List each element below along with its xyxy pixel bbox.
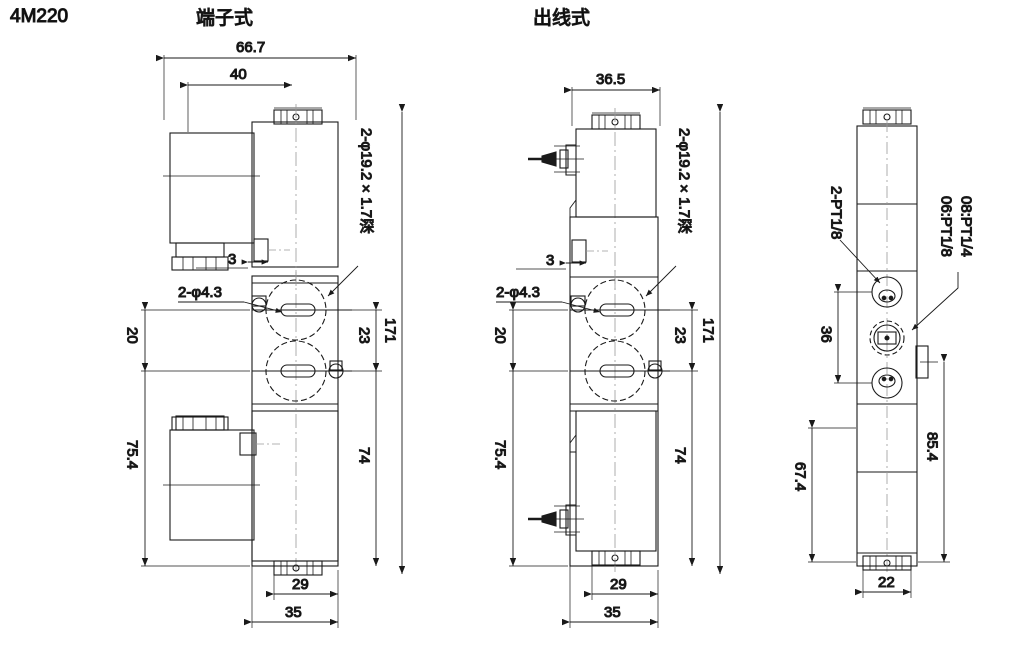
- dim-text-20-view2: 20: [492, 327, 509, 344]
- view-front-port: 2-PT1/8 06:PT1/8 08:PT1/4 36 67.4 85.4 2…: [791, 107, 975, 598]
- mount-boss-lower-view1: [329, 360, 343, 371]
- dim-text-29-view2: 29: [610, 576, 627, 593]
- port-inner-2-view3: [877, 331, 897, 345]
- view-terminal-type: 66.7 40 3 2-φ19.2×1.7深: [123, 38, 406, 628]
- mount-boss-lower-view2: [648, 360, 662, 371]
- port-circle-2-view3: [873, 324, 901, 352]
- dim-text-66.7: 66.7: [236, 39, 265, 56]
- view1-title: 端子式: [196, 7, 253, 29]
- callout-port-counterbore-view2: 2-φ19.2×1.7深: [676, 128, 693, 233]
- gland-body-top-view2: [565, 144, 576, 176]
- dim-text-40: 40: [230, 66, 247, 83]
- callout-top-ports-view3: 2-PT1/8: [828, 186, 845, 239]
- valve-body-view2: [569, 216, 659, 567]
- callout-size-06-view3: 06:PT1/8: [938, 196, 955, 257]
- leader-port-counterbore-view2: [645, 265, 677, 297]
- dim-text-29-view1: 29: [292, 576, 309, 593]
- end-cap-bottom-view3: [862, 555, 912, 571]
- coil-cap-screw-bottom-view2: [611, 554, 619, 562]
- dim-text-75.4-view1: 75.4: [124, 440, 141, 469]
- port-dot-3b-view3: [888, 376, 894, 382]
- port-circle-2-outer-view3: [869, 320, 905, 356]
- coil-cap-top: [273, 109, 323, 125]
- dim-text-67.4-view3: 67.4: [792, 462, 809, 491]
- dim-text-23-view2: 23: [672, 327, 689, 344]
- leader-port-counterbore-view1: [327, 265, 359, 297]
- callout-mounting-hole-view2: 2-φ4.3: [496, 284, 540, 301]
- view2-title: 出线式: [533, 7, 590, 29]
- callout-mounting-hole-view1: 2-φ4.3: [178, 284, 222, 301]
- view-lead-wire-type: 36.5 3 2-φ19.2×1.7深: [491, 70, 724, 628]
- leader-mounting-hole-view1: [243, 301, 283, 313]
- dim-text-35-view1: 35: [285, 604, 302, 621]
- dim-text-22-view3: 22: [878, 574, 895, 591]
- port-dot-1a-view3: [881, 295, 887, 301]
- dim-text-171-view2: 171: [700, 318, 717, 343]
- dim-text-3: 3: [228, 251, 236, 268]
- dim-text-3-view2: 3: [546, 252, 554, 269]
- port-dot-3a-view3: [881, 376, 887, 382]
- gland-fillet-bottom-view2: [569, 434, 577, 453]
- terminal-nut-bottom: [171, 416, 229, 431]
- dim-text-85.4-view3: 85.4: [924, 432, 941, 461]
- port-dot-2-view3: [884, 335, 890, 341]
- port-inner-3-view3: [878, 374, 896, 388]
- terminal-nut-top: [171, 256, 229, 271]
- end-cap-screw-bottom-view3: [883, 559, 891, 567]
- leader-top-ports-view3: [839, 239, 881, 284]
- dim-text-74-view1: 74: [356, 447, 373, 464]
- solenoid-coil-top: [251, 121, 339, 268]
- dim-text-23-view1: 23: [356, 327, 373, 344]
- dim-text-171-view1: 171: [382, 318, 399, 343]
- model-label: 4M220: [10, 6, 68, 27]
- dim-text-36.5-view2: 36.5: [596, 71, 625, 88]
- dim-text-75.4-view2: 75.4: [492, 440, 509, 469]
- dim-text-36-view3: 36: [818, 326, 835, 343]
- leader-size-view3: [911, 272, 959, 331]
- leader-mounting-hole-view2: [561, 301, 601, 313]
- port-inner-1-view3: [878, 289, 896, 303]
- dim-text-20-view1: 20: [124, 327, 141, 344]
- dim-text-74-view2: 74: [672, 447, 689, 464]
- callout-port-counterbore-view1: 2-φ19.2×1.7深: [358, 128, 375, 233]
- gland-body-bottom-view2: [565, 504, 576, 536]
- callout-size-08-view3: 08:PT1/4: [958, 196, 975, 257]
- coil-cap-screw-bottom: [292, 564, 300, 572]
- port-dot-1b-view3: [888, 295, 894, 301]
- coil-cap-bottom: [273, 560, 323, 576]
- coil-cap-bottom-view2: [591, 550, 641, 566]
- dim-text-35-view2: 35: [604, 604, 621, 621]
- coil-cap-top-view2: [591, 114, 641, 130]
